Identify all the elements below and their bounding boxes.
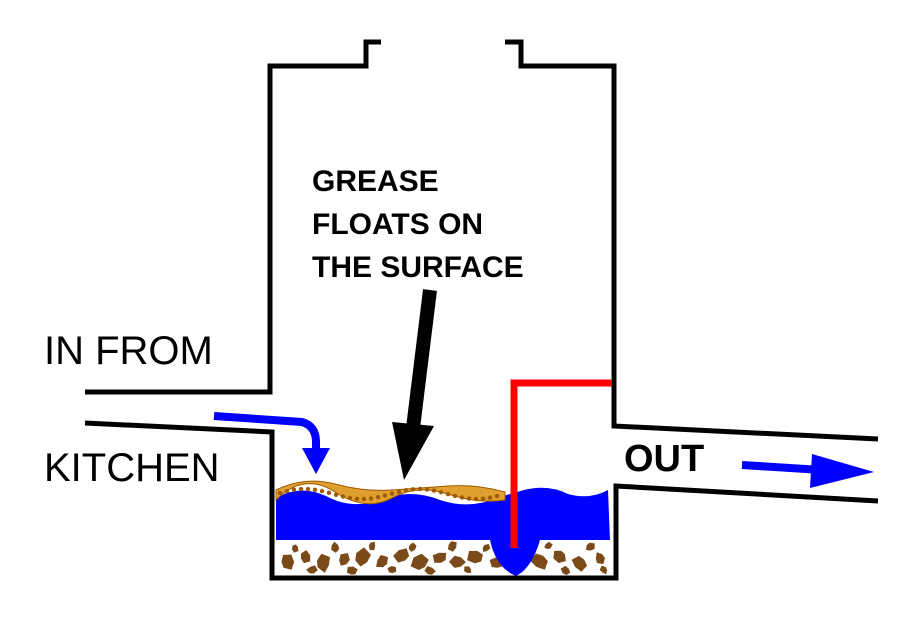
callout-line-2: FLOATS ON [312, 208, 484, 241]
grease-droplet [487, 495, 493, 500]
sediment-pebble [449, 555, 466, 568]
grease-droplet [298, 486, 304, 492]
sediment-pebble [339, 553, 350, 566]
baffle [510, 379, 612, 548]
sediment-pebble [347, 566, 358, 575]
grease-droplet [494, 493, 500, 499]
grease-droplet [473, 496, 479, 502]
grease-droplet [417, 486, 423, 492]
tank-outline [84, 39, 879, 581]
grease-droplet [319, 488, 325, 494]
grease-droplet [403, 488, 409, 493]
grease-droplet [354, 496, 360, 501]
grease-droplet [424, 487, 430, 492]
sediment-pebble [291, 544, 299, 553]
sediment-pebble [432, 552, 447, 563]
callout-line-1: GREASE [312, 165, 439, 198]
grease-droplet [284, 489, 290, 494]
outflow-arrow [741, 461, 823, 474]
sediment-pebble [306, 565, 318, 574]
sediment-pebble [368, 541, 376, 551]
callout-line-3: THE SURFACE [312, 251, 524, 284]
sediment-pebble [281, 554, 295, 570]
sediment-pebble [599, 565, 608, 575]
grease-droplet [452, 493, 458, 499]
grease-droplet [389, 491, 395, 496]
outflow-arrow-head [810, 454, 874, 488]
sediment-pebble [376, 555, 388, 568]
water [276, 487, 610, 576]
grease-droplet [340, 494, 346, 499]
grease-droplet [277, 490, 283, 496]
grease-droplets [277, 486, 500, 502]
inflow-arrow-head [302, 448, 330, 474]
sediment-pebble [387, 566, 397, 574]
sediment-pebble [408, 542, 417, 552]
sediment-pebble [331, 541, 340, 553]
grease-droplet [431, 488, 437, 493]
grease-droplet [480, 496, 486, 501]
sediment-pebble [544, 541, 553, 550]
sediment-pebble [424, 566, 436, 575]
grease-droplet [326, 490, 332, 495]
grease-droplet [305, 486, 311, 492]
sediment-pebble [586, 542, 595, 551]
grease-droplet [396, 489, 402, 494]
sediment-pebble [410, 553, 429, 570]
callout-arrow-head [392, 422, 434, 480]
grease-droplet [445, 491, 451, 497]
grease-droplet [466, 496, 472, 501]
inlet-label-top: IN FROM [44, 329, 213, 373]
grease-droplet [368, 496, 374, 501]
sediment-pebble [393, 548, 410, 563]
grease-droplet [312, 487, 318, 492]
sediment-pebble [447, 541, 457, 552]
grease-droplet [382, 493, 388, 498]
sediment-pebble [482, 543, 491, 553]
grease-droplet [459, 495, 465, 500]
grease-callout-text: GREASE FLOATS ON THE SURFACE [312, 160, 524, 289]
grease-droplet [410, 487, 416, 492]
outlet-label: OUT [624, 438, 705, 480]
grease-droplet [375, 495, 381, 500]
sediment-pebble [300, 550, 311, 564]
callout-arrow-shaft [406, 289, 437, 429]
grease-droplet [347, 495, 353, 501]
sediment-pebble [553, 550, 566, 563]
sediment-pebble [464, 566, 472, 573]
sediment-pebble [571, 555, 588, 572]
grease-droplet [361, 496, 367, 502]
sediment-pebble [530, 553, 548, 570]
grease-droplet [291, 487, 297, 492]
sediment-pebble [355, 547, 371, 567]
inflow-arrow [213, 412, 320, 452]
inlet-label-bottom: KITCHEN [44, 446, 220, 490]
sediment-layer [281, 541, 608, 575]
grease-droplet [333, 492, 339, 497]
sediment-pebble [316, 553, 330, 573]
grease-droplet [438, 490, 444, 495]
sediment-pebble [467, 550, 483, 564]
sediment-pebble [560, 565, 571, 575]
sediment-pebble [595, 552, 605, 565]
